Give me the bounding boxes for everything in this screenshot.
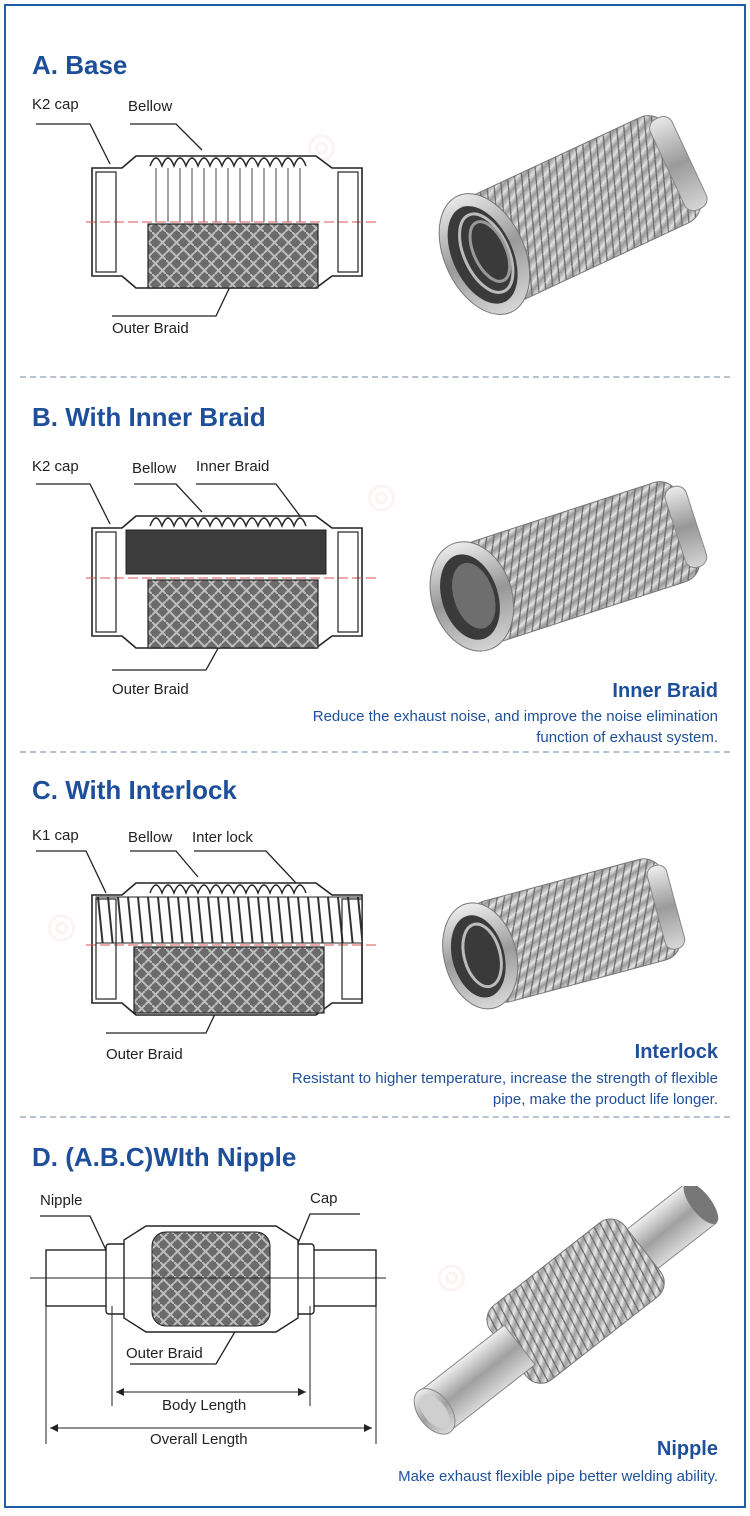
cap-label: K2 cap [32, 458, 79, 475]
note-description: Reduce the exhaust noise, and improve th… [312, 708, 718, 746]
pipe-photo-icon [438, 115, 708, 315]
body-length-label: Body Length [162, 1397, 247, 1414]
pipe-photo-icon [442, 858, 686, 1010]
pipe-diagram-icon [36, 850, 376, 1034]
section-divider [20, 376, 730, 378]
outer-braid-label: Outer Braid [112, 681, 189, 698]
cap-label: K2 cap [32, 96, 79, 113]
page-frame: ◎ ◎ ◎ ◎ A. Base K2 cap Bellow Outer Brai… [4, 4, 746, 1508]
section-inner-braid: B. With Inner Braid K2 cap Bellow Inner … [6, 376, 744, 751]
pipe-diagram-icon [36, 483, 376, 671]
pipe-diagram-icon [36, 123, 376, 317]
note-title: Inner Braid [612, 680, 718, 702]
cap-label: K1 cap [32, 827, 79, 844]
pipe-diagram-icon [30, 1213, 386, 1444]
outer-braid-label: Outer Braid [112, 320, 189, 337]
cap-label: Cap [310, 1190, 338, 1207]
nipple-label: Nipple [40, 1192, 83, 1209]
section-divider [20, 1116, 730, 1118]
section-divider [20, 751, 730, 753]
bellow-label: Bellow [128, 829, 173, 846]
overall-length-label: Overall Length [150, 1431, 248, 1448]
section-title: A. Base [32, 50, 128, 80]
pipe-photo-icon [413, 1186, 719, 1435]
inner-braid-label: Inner Braid [196, 458, 270, 475]
bellow-label: Bellow [132, 460, 177, 477]
section-title: C. With Interlock [32, 775, 237, 805]
section-nipple: D. (A.B.C)WIth Nipple Nipple Cap Outer B… [6, 1116, 744, 1506]
outer-braid-label: Outer Braid [106, 1046, 183, 1063]
section-interlock: C. With Interlock K1 cap Bellow Inter lo… [6, 751, 744, 1116]
note-description: Resistant to higher temperature, increas… [291, 1070, 718, 1108]
outer-braid-label: Outer Braid [126, 1345, 203, 1362]
note-title: Nipple [656, 1438, 718, 1460]
note-description: Make exhaust flexible pipe better weldin… [398, 1468, 718, 1485]
section-base: A. Base K2 cap Bellow Outer Braid [6, 6, 744, 376]
section-title: B. With Inner Braid [32, 402, 266, 432]
interlock-label: Inter lock [192, 829, 253, 846]
bellow-label: Bellow [128, 98, 173, 115]
section-title: D. (A.B.C)WIth Nipple [32, 1142, 297, 1172]
pipe-photo-icon [429, 481, 708, 652]
note-title: Interlock [634, 1041, 718, 1063]
